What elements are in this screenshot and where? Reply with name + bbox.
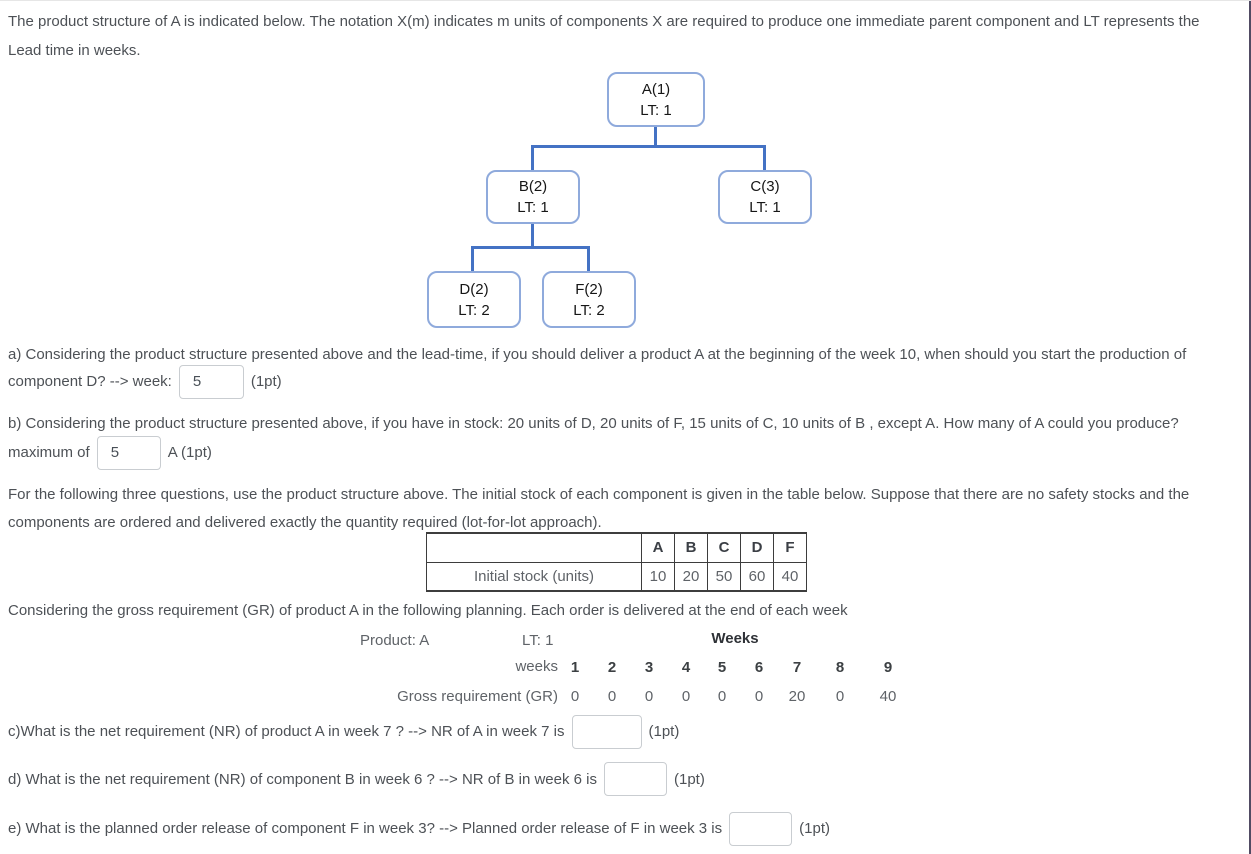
node-d-leadtime: LT: 2	[458, 301, 490, 319]
gr-row-label: Gross requirement (GR)	[397, 688, 558, 705]
node-b-leadtime: LT: 1	[517, 199, 549, 216]
connector-a-horizontal	[531, 145, 766, 148]
gr-value-cell: 0	[717, 688, 727, 705]
planning-weeks-header: Weeks	[711, 630, 759, 647]
node-f: F(2) LT: 2	[542, 271, 636, 328]
question-b-text: b) Considering the product structure pre…	[8, 415, 1179, 432]
question-a-prefix: component D? --> week:	[8, 373, 172, 390]
connector-b-down	[531, 224, 534, 247]
gr-value-cell: 0	[754, 688, 764, 705]
question-d-points: (1pt)	[674, 770, 705, 788]
stock-row-label: Initial stock (units)	[426, 561, 642, 592]
right-edge-border	[1249, 1, 1251, 854]
week-number-cell: 3	[644, 659, 654, 676]
question-e-prefix: e) What is the planned order release of …	[8, 820, 723, 837]
week-number-cell: 2	[607, 659, 617, 676]
gr-value-cell: 0	[681, 688, 691, 705]
intro-text-line2: Lead time in weeks.	[8, 42, 141, 59]
question-e-input[interactable]	[729, 811, 793, 846]
stock-header-row: A B C D F	[426, 532, 807, 563]
question-c-row: c)What is the net requirement (NR) of pr…	[8, 714, 679, 749]
node-d-label: D(2)	[459, 280, 489, 298]
question-a-input[interactable]	[178, 364, 244, 399]
week-number-cell: 4	[681, 659, 691, 676]
stock-value-cell: 40	[773, 561, 807, 592]
question-b-suffix: A (1pt)	[167, 444, 212, 461]
intro-text-line1: The product structure of A is indicated …	[8, 13, 1200, 30]
node-c-label: C(3)	[750, 178, 780, 195]
node-a-leadtime: LT: 1	[640, 101, 672, 119]
week-number-cell: 7	[792, 659, 802, 676]
connector-a-down	[654, 127, 657, 146]
stock-intro-text-line2: components are ordered and delivered exa…	[8, 514, 602, 531]
node-b-label: B(2)	[518, 178, 548, 195]
node-b: B(2) LT: 1	[486, 170, 580, 224]
weeks-row-label: weeks	[515, 658, 558, 675]
stock-header-cell-a: A	[641, 532, 675, 563]
node-d: D(2) LT: 2	[427, 271, 521, 328]
question-d-prefix: d) What is the net requirement (NR) of c…	[8, 770, 597, 788]
question-d-input[interactable]	[604, 762, 667, 796]
stock-value-cell: 10	[641, 561, 675, 592]
planning-lt-label: LT: 1	[522, 632, 554, 649]
connector-d-stub	[471, 248, 474, 271]
question-e-points: (1pt)	[799, 820, 830, 837]
stock-value-row: Initial stock (units) 10 20 50 60 40	[426, 561, 807, 592]
question-b-prefix: maximum of	[8, 444, 90, 461]
stock-header-cell-f: F	[773, 532, 807, 563]
gr-value-cell: 20	[788, 688, 806, 705]
node-c-leadtime: LT: 1	[749, 199, 781, 216]
week-number-cell: 9	[883, 659, 893, 676]
week-number-cell: 5	[717, 659, 727, 676]
stock-header-cell-d: D	[740, 532, 774, 563]
node-a-label: A(1)	[641, 80, 671, 98]
question-a-row: component D? --> week: (1pt)	[8, 364, 282, 399]
gross-requirement-text: Considering the gross requirement (GR) o…	[8, 602, 848, 619]
week-number-cell: 8	[835, 659, 845, 676]
question-b-row: maximum of A (1pt)	[8, 435, 212, 470]
stock-intro-text-line1: For the following three questions, use t…	[8, 486, 1190, 503]
node-a: A(1) LT: 1	[607, 72, 705, 127]
stock-header-empty-cell	[426, 532, 642, 563]
question-b-input[interactable]	[96, 435, 161, 470]
initial-stock-table: A B C D F Initial stock (units) 10 20 50…	[426, 532, 807, 592]
stock-value-cell: 60	[740, 561, 774, 592]
stock-value-cell: 50	[707, 561, 741, 592]
connector-b-horizontal	[471, 246, 590, 249]
node-f-label: F(2)	[575, 280, 603, 298]
stock-header-cell-b: B	[674, 532, 708, 563]
node-c: C(3) LT: 1	[718, 170, 812, 224]
gr-value-cell: 0	[570, 688, 580, 705]
week-number-cell: 1	[570, 659, 580, 676]
gr-value-cell: 0	[835, 688, 845, 705]
question-a-points: (1pt)	[250, 373, 282, 390]
gr-value-cell: 40	[879, 688, 897, 705]
connector-b-stub	[531, 147, 534, 170]
stock-value-cell: 20	[674, 561, 708, 592]
question-c-input[interactable]	[571, 714, 642, 749]
node-f-leadtime: LT: 2	[573, 301, 605, 319]
gr-value-cell: 0	[607, 688, 617, 705]
question-c-points: (1pt)	[648, 723, 680, 740]
question-e-row: e) What is the planned order release of …	[8, 811, 830, 846]
week-number-cell: 6	[754, 659, 764, 676]
gr-value-cell: 0	[644, 688, 654, 705]
stock-header-cell-c: C	[707, 532, 741, 563]
connector-f-stub	[587, 248, 590, 271]
question-c-prefix: c)What is the net requirement (NR) of pr…	[8, 723, 565, 740]
planning-table: Product: A LT: 1 Weeks weeks 1 2 3 4 5 6…	[0, 630, 1100, 716]
question-d-row: d) What is the net requirement (NR) of c…	[8, 761, 705, 797]
connector-c-stub	[763, 147, 766, 170]
question-a-text: a) Considering the product structure pre…	[8, 346, 1187, 363]
planning-product-label: Product: A	[360, 632, 430, 649]
